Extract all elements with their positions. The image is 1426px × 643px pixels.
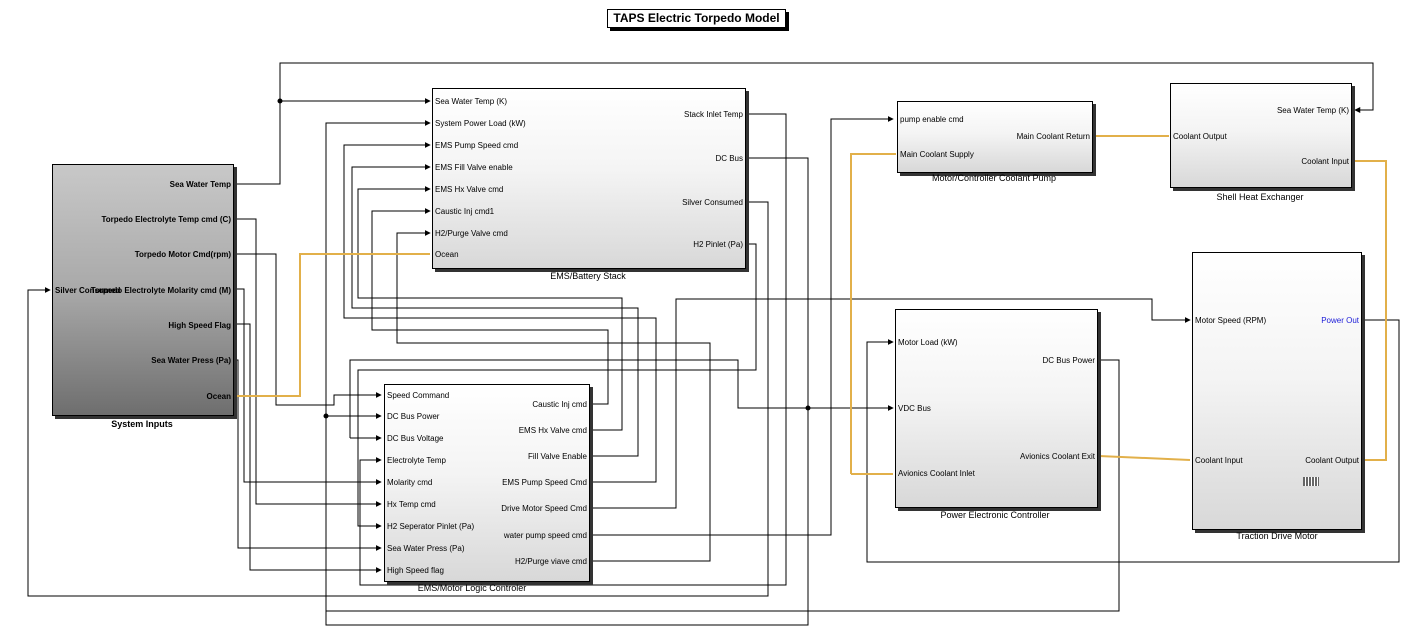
wire-dc-bus-power[interactable] [325, 359, 1120, 612]
wire-ocean[interactable] [233, 253, 430, 397]
wire-ems-pump-speed[interactable] [343, 142, 657, 483]
caption-shell-hx: Shell Heat Exchanger [1216, 192, 1304, 202]
port-bat-pump-speed: EMS Pump Speed cmd [435, 141, 519, 150]
port-pump-coolant-return: Main Coolant Return [1016, 132, 1090, 141]
port-sea-water-press: Sea Water Press (Pa) [151, 356, 231, 365]
wire-caustic-inj[interactable] [371, 208, 609, 405]
port-hx-coolant-input: Coolant Input [1301, 157, 1349, 166]
port-logic-electrolyte-temp: Electrolyte Temp [387, 456, 446, 465]
port-pec-avionics-inlet: Avionics Coolant Inlet [898, 469, 975, 478]
port-pec-avionics-exit: Avionics Coolant Exit [1020, 452, 1095, 461]
port-high-speed-flag: High Speed Flag [168, 321, 231, 330]
port-hx-sea-water-temp: Sea Water Temp (K) [1276, 106, 1349, 115]
port-ocean: Ocean [206, 392, 231, 401]
wire-silver-consumed[interactable] [27, 201, 769, 597]
wire-ems-hx-valve[interactable] [357, 186, 623, 431]
port-silver-consumed-in: Silver Consumed [55, 286, 121, 295]
wire-coolant-supply[interactable] [850, 153, 896, 474]
wire-coolant-motor-in[interactable] [1098, 455, 1191, 461]
caption-ems-battery: EMS/Battery Stack [550, 271, 626, 281]
port-pec-vdc-bus: VDC Bus [898, 404, 931, 413]
port-logic-h2-pinlet: H2 Seperator Pinlet (Pa) [387, 522, 475, 531]
wire-h2-purge[interactable] [396, 230, 711, 562]
port-molarity-cmd: Torpedo Electrolyte Molarity cmd (M) [90, 286, 231, 295]
port-logic-high-speed-flag: High Speed flag [387, 566, 444, 575]
port-sea-water-temp: Sea Water Temp [169, 180, 231, 189]
system-inputs-block[interactable]: Silver Consumed Sea Water Temp Torpedo E… [52, 164, 234, 416]
port-bat-h2-pinlet: H2 Pinlet (Pa) [693, 240, 743, 249]
wire-h2-pinlet[interactable] [357, 243, 757, 529]
wire-water-pump-speed[interactable] [589, 116, 894, 536]
port-logic-dc-bus-voltage: DC Bus Voltage [387, 434, 444, 443]
wire-sea-water-temp-hx[interactable] [279, 62, 1374, 113]
port-motor-coolant-input: Coolant Input [1195, 456, 1243, 465]
caption-power-electronic: Power Electronic Controller [940, 510, 1050, 520]
port-logic-hx-valve: EMS Hx Valve cmd [518, 426, 587, 435]
coolant-pump-block[interactable]: pump enable cmd Main Coolant Supply Main… [897, 101, 1093, 173]
caption-coolant-pump: Motor/Controller Coolant Pump [931, 173, 1057, 183]
wire-sea-water-temp[interactable] [233, 98, 431, 185]
wire-electrolyte-temp-cmd[interactable] [233, 218, 382, 507]
wire-sea-water-press[interactable] [233, 359, 382, 551]
wire-dc-bus-voltage-route[interactable] [349, 359, 808, 438]
port-bat-sea-water-temp: Sea Water Temp (K) [435, 97, 508, 106]
port-logic-molarity: Molarity cmd [387, 478, 433, 487]
wire-molarity-cmd[interactable] [233, 288, 382, 485]
port-pec-motor-load: Motor Load (kW) [898, 338, 958, 347]
port-bat-silver: Silver Consumed [682, 198, 743, 207]
port-bat-stack-inlet: Stack Inlet Temp [684, 110, 743, 119]
port-motor-power-out: Power Out [1321, 316, 1359, 325]
port-pump-coolant-supply: Main Coolant Supply [900, 150, 974, 159]
traction-motor-block[interactable]: Motor Speed (RPM) Coolant Input Power Ou… [1192, 252, 1362, 530]
port-bat-hx-valve: EMS Hx Valve cmd [435, 185, 504, 194]
power-electronic-block[interactable]: Motor Load (kW) VDC Bus Avionics Coolant… [895, 309, 1098, 508]
wire-system-power-load-b[interactable] [325, 120, 431, 416]
port-logic-fill-valve: Fill Valve Enable [528, 452, 587, 461]
port-logic-sea-water-press: Sea Water Press (Pa) [387, 544, 465, 553]
port-motor-coolant-output: Coolant Output [1305, 456, 1359, 465]
port-motor-speed: Motor Speed (RPM) [1195, 316, 1267, 325]
library-link-icon [1303, 477, 1319, 486]
port-bat-system-power-load: System Power Load (kW) [435, 119, 526, 128]
port-bat-fill-valve: EMS Fill Valve enable [435, 163, 513, 172]
wire-ems-fill-valve[interactable] [351, 164, 639, 457]
port-logic-hx-temp: Hx Temp cmd [387, 500, 436, 509]
ems-battery-block[interactable]: Sea Water Temp (K) System Power Load (kW… [432, 88, 746, 269]
port-bat-ocean: Ocean [435, 250, 459, 259]
caption-traction-motor: Traction Drive Motor [1236, 531, 1318, 541]
wire-stack-inlet-temp[interactable] [359, 113, 787, 586]
port-logic-dc-bus-power: DC Bus Power [387, 412, 440, 421]
ems-motor-logic-block[interactable]: Speed Command DC Bus Power DC Bus Voltag… [384, 384, 590, 582]
caption-system-inputs: System Inputs [111, 419, 173, 429]
port-logic-water-pump-speed: water pump speed cmd [503, 531, 587, 540]
wire-speed-command[interactable] [233, 253, 382, 406]
port-pump-enable: pump enable cmd [900, 115, 964, 124]
port-logic-speed-command: Speed Command [387, 391, 450, 400]
model-title: TAPS Electric Torpedo Model [607, 9, 786, 28]
port-motor-cmd: Torpedo Motor Cmd(rpm) [134, 250, 231, 259]
port-bat-dc-bus: DC Bus [715, 154, 743, 163]
port-bat-h2-purge: H2/Purge Valve cmd [435, 229, 508, 238]
port-bat-caustic: Caustic Inj cmd1 [435, 207, 495, 216]
wire-drive-motor-speed[interactable] [589, 298, 1191, 509]
port-logic-pump-speed: EMS Pump Speed Cmd [502, 478, 587, 487]
port-pec-dc-bus-power: DC Bus Power [1042, 356, 1095, 365]
caption-ems-motor-logic: EMS/Motor Logic Controler [417, 583, 527, 593]
port-hx-coolant-output: Coolant Output [1173, 132, 1227, 141]
shell-hx-block[interactable]: Coolant Output Sea Water Temp (K) Coolan… [1170, 83, 1352, 188]
port-electrolyte-temp-cmd: Torpedo Electrolyte Temp cmd (C) [101, 215, 232, 224]
wire-coolant-hx-to-motor[interactable] [1352, 160, 1387, 461]
wire-dc-bus[interactable] [325, 157, 809, 626]
port-logic-h2-purge: H2/Purge viave cmd [514, 557, 587, 566]
wire-power-out[interactable] [866, 319, 1400, 563]
wire-high-speed-flag[interactable] [233, 323, 382, 573]
port-logic-drive-motor-speed: Drive Motor Speed Cmd [501, 504, 587, 513]
port-logic-caustic: Caustic Inj cmd [532, 400, 587, 409]
